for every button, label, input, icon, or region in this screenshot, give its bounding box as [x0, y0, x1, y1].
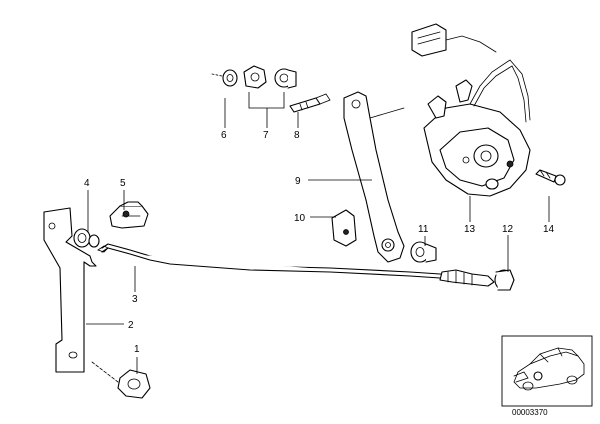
- callout-3: 3: [132, 294, 138, 305]
- thumbnail-frame: [501, 335, 593, 407]
- cable-clip: [109, 201, 149, 229]
- callout-5: 5: [120, 178, 126, 189]
- callout-6: 6: [221, 130, 227, 141]
- callout-8: 8: [294, 130, 300, 141]
- callout-2: 2: [128, 320, 134, 331]
- spring-clip: [331, 209, 357, 247]
- fastener-washer: [211, 69, 238, 87]
- lever-arm: [343, 91, 405, 263]
- rod-end-fitting: [439, 269, 515, 291]
- screw: [535, 169, 566, 186]
- car-icon: [513, 347, 585, 391]
- callout-14: 14: [543, 224, 555, 235]
- grommet: [73, 228, 100, 248]
- selector-switch: [411, 23, 531, 197]
- callout-7: 7: [263, 130, 269, 141]
- callout-1: 1: [134, 344, 140, 355]
- mounting-bracket: [43, 207, 97, 373]
- callout-9: 9: [295, 176, 301, 187]
- fastener-pin: [289, 93, 331, 113]
- fastener-bush: [274, 68, 297, 89]
- reference-code: 00003370: [512, 408, 548, 417]
- bush: [410, 241, 437, 263]
- callout-13: 13: [464, 224, 476, 235]
- leader-lines: [86, 92, 550, 374]
- callout-12: 12: [502, 224, 514, 235]
- location-thumbnail: 00003370: [501, 335, 593, 417]
- callout-10: 10: [294, 213, 306, 224]
- fastener-nut: [243, 65, 267, 89]
- callout-11: 11: [418, 224, 429, 235]
- hex-nut: [91, 361, 151, 399]
- callout-4: 4: [84, 178, 90, 189]
